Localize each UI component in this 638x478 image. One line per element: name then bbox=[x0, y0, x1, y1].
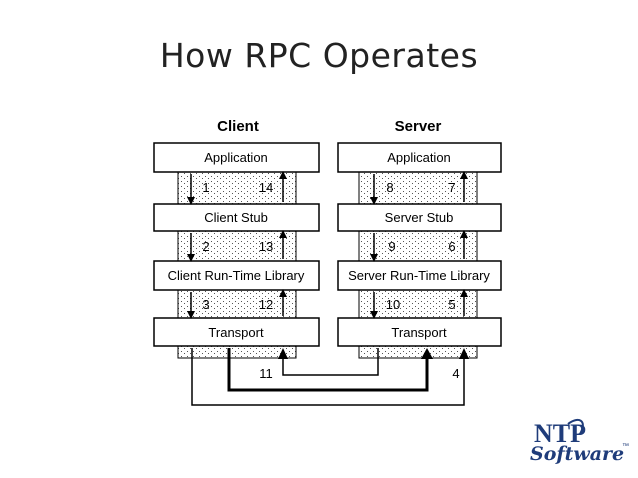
network-request-arrowhead bbox=[421, 348, 433, 359]
client-step-3: 3 bbox=[202, 297, 209, 312]
network-outer-path bbox=[191, 348, 465, 406]
client-runtime-label: Client Run-Time Library bbox=[168, 268, 305, 283]
client-runtime-box bbox=[153, 260, 320, 291]
client-step-1: 1 bbox=[202, 180, 209, 195]
network-request-path bbox=[227, 348, 429, 392]
client-stub-box bbox=[153, 203, 320, 232]
client-step-14: 14 bbox=[259, 180, 273, 195]
logo-ntp-text: NTP bbox=[534, 419, 586, 448]
network-step-11: 11 bbox=[259, 366, 273, 381]
client-gap-2 bbox=[177, 230, 297, 262]
server-application-label: Application bbox=[387, 150, 451, 165]
client-transport-box bbox=[153, 317, 320, 347]
server-step-10: 10 bbox=[386, 297, 400, 312]
client-gap-4 bbox=[177, 345, 297, 359]
server-step-5: 5 bbox=[448, 297, 455, 312]
network-return-path bbox=[282, 348, 379, 376]
server-gap-3 bbox=[358, 289, 478, 319]
server-runtime-label: Server Run-Time Library bbox=[348, 268, 490, 283]
server-transport-box bbox=[337, 317, 502, 347]
server-step-7: 7 bbox=[448, 180, 455, 195]
network-step-4: 4 bbox=[452, 366, 459, 381]
server-stub-box bbox=[337, 203, 502, 232]
client-application-box bbox=[153, 142, 320, 173]
server-step-9: 9 bbox=[388, 239, 395, 254]
client-step-2: 2 bbox=[202, 239, 209, 254]
server-gap-2 bbox=[358, 230, 478, 262]
ntp-software-logo: NTP Software ™ bbox=[530, 418, 629, 465]
client-step-12: 12 bbox=[259, 297, 273, 312]
client-step-13: 13 bbox=[259, 239, 273, 254]
network-return-arrowhead bbox=[278, 348, 288, 359]
client-gap-1 bbox=[177, 171, 297, 205]
server-application-box bbox=[337, 142, 502, 173]
client-stub-label: Client Stub bbox=[204, 210, 268, 225]
server-gap-4 bbox=[358, 345, 478, 359]
server-stub-label: Server Stub bbox=[385, 210, 454, 225]
server-step-6: 6 bbox=[448, 239, 455, 254]
server-runtime-box bbox=[337, 260, 502, 291]
logo-trademark: ™ bbox=[622, 443, 629, 450]
client-gap-3 bbox=[177, 289, 297, 319]
server-gap-1 bbox=[358, 171, 478, 205]
server-step-8: 8 bbox=[386, 180, 393, 195]
client-header: Client bbox=[217, 118, 259, 135]
client-application-label: Application bbox=[204, 150, 268, 165]
logo-swoosh-icon bbox=[567, 418, 584, 435]
client-transport-label: Transport bbox=[208, 325, 264, 340]
logo-software-text: Software bbox=[530, 443, 624, 465]
server-header: Server bbox=[395, 118, 442, 135]
server-transport-label: Transport bbox=[391, 325, 447, 340]
slide-title: How RPC Operates bbox=[159, 36, 479, 75]
network-outer-arrowhead bbox=[459, 348, 469, 359]
